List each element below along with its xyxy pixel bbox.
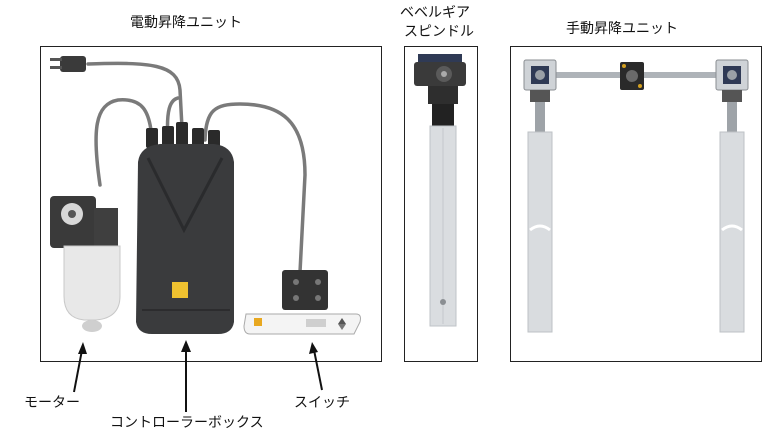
bevel-spindle-title-line1: ベベルギア bbox=[400, 5, 470, 21]
switch bbox=[243, 270, 361, 335]
motor bbox=[50, 196, 121, 332]
switch-button bbox=[254, 318, 262, 326]
arrow-up-icon bbox=[73, 340, 323, 412]
callout-motor: モーター bbox=[24, 395, 80, 411]
controller-box bbox=[136, 122, 234, 334]
callout-controller: コントローラーボックス bbox=[110, 415, 264, 431]
status-led bbox=[172, 282, 188, 298]
manual-lift-unit bbox=[523, 59, 749, 333]
power-plug-icon bbox=[50, 56, 86, 72]
bevel-spindle-title-line2: スピンドル bbox=[404, 24, 474, 40]
callout-switch: スイッチ bbox=[294, 395, 350, 411]
bevel-gear-spindle bbox=[414, 54, 466, 327]
manual-unit-title: 手動昇降ユニット bbox=[566, 21, 678, 37]
electric-unit-title: 電動昇降ユニット bbox=[130, 15, 242, 31]
